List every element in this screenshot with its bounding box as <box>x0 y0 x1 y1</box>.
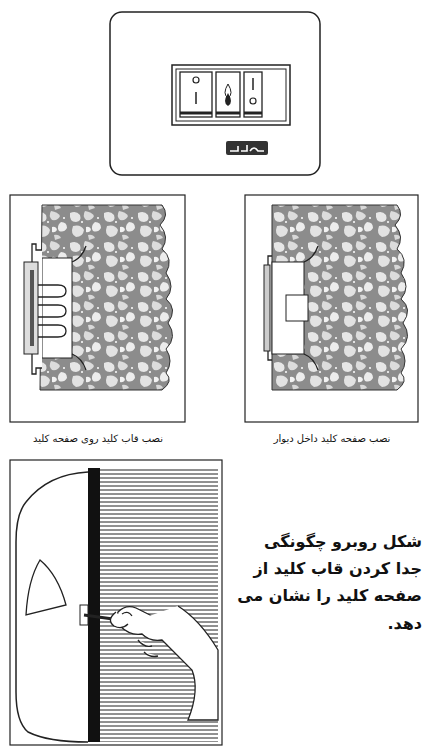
note-text: شکل روبرو چگونگی جدا کردن قاب کلید از صف… <box>236 528 422 637</box>
figure-caption: نصب صفحه کلید داخل دیوار <box>245 432 419 445</box>
brand-logo <box>226 141 268 155</box>
figure-caption: نصب قاب کلید روی صفحه کلید <box>10 432 186 445</box>
